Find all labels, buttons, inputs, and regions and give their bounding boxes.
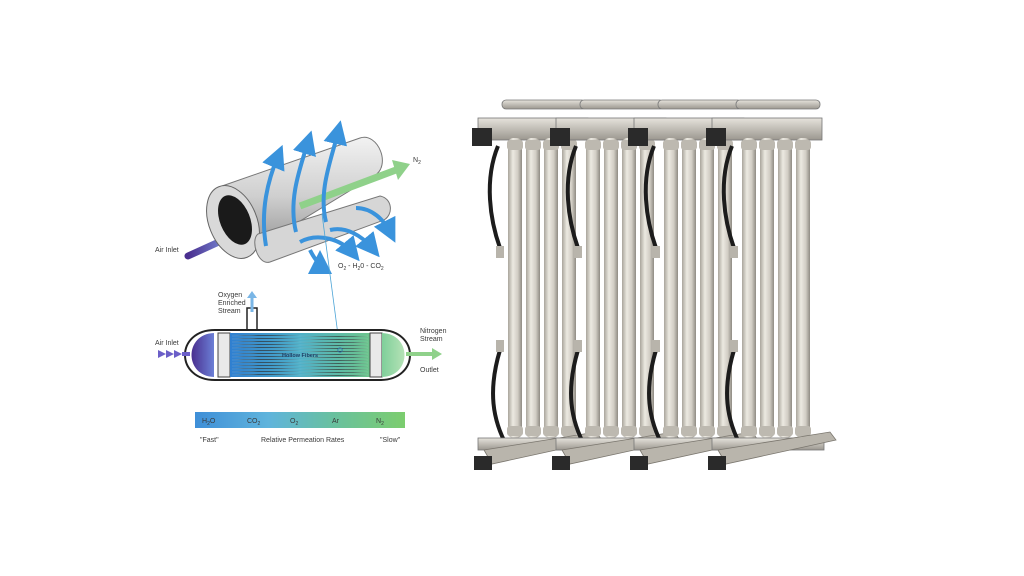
membrane-tube: [759, 138, 775, 438]
hose: [565, 145, 580, 249]
membrane-tube: [777, 138, 793, 438]
module-air-inlet-arrows: [158, 350, 190, 358]
membrane-tube: [663, 138, 679, 438]
outlet-label: Outlet: [420, 367, 439, 374]
membrane-tube: [741, 138, 757, 438]
relative-rates-label: Relative Permeation Rates: [261, 437, 345, 444]
module-bank: [706, 99, 837, 470]
n2-label: N2: [413, 157, 421, 166]
gas-n2: N2: [376, 418, 384, 427]
gas-o2: O2: [290, 418, 298, 427]
module-bank: [628, 99, 759, 470]
gas-h2o: H2O: [202, 418, 216, 427]
hose: [491, 349, 510, 449]
membrane-tube: [507, 138, 523, 438]
membrane-tube: [699, 138, 715, 438]
membrane-tube: [543, 138, 559, 438]
slow-label: "Slow": [380, 437, 401, 444]
fast-label: "Fast": [200, 437, 219, 444]
membrane-module-banks: [472, 99, 837, 470]
gas-ar: Ar: [332, 418, 340, 425]
fiber-air-inlet-label: Air Inlet: [155, 247, 179, 254]
hose: [487, 145, 502, 249]
module-bank: [472, 99, 603, 470]
membrane-tube: [681, 138, 697, 438]
hollow-fiber-bundle: [230, 333, 370, 377]
n2-arrow: [298, 166, 398, 210]
membrane-tube: [525, 138, 541, 438]
hose: [721, 145, 736, 249]
membrane-tube: [717, 138, 733, 438]
membrane-tube: [621, 138, 637, 438]
membrane-tube: [603, 138, 619, 438]
permeation-gradient-bar: [195, 412, 405, 428]
permeate-gases-label: O2 - H20 - CO2: [338, 263, 384, 272]
hose: [643, 145, 658, 249]
gas-co2: CO2: [247, 418, 261, 427]
hollow-fibers-label: Hollow Fibers: [282, 353, 318, 359]
module-air-inlet-label: Air Inlet: [155, 340, 179, 347]
membrane-tube: [795, 138, 811, 438]
permeate-arrows: [261, 120, 396, 275]
permeation-rate-legend: H2O CO2 O2 Ar N2 "Fast" Relative Permeat…: [195, 412, 405, 444]
membrane-tube: [585, 138, 601, 438]
fiber-cutaway: Air Inlet N2 O2 - H20 - CO2: [155, 120, 421, 275]
detail-leader-line: [321, 213, 341, 351]
